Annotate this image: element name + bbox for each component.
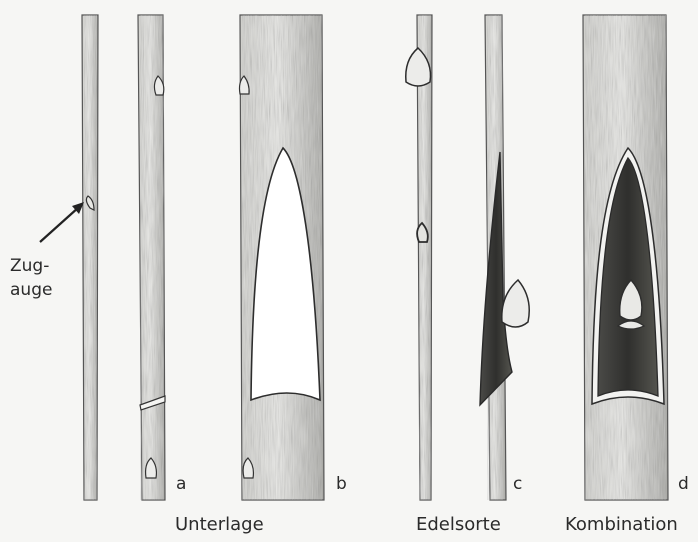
- annotation-arrow: [40, 202, 84, 242]
- stem-c-left: [417, 15, 432, 500]
- pull-bud-label: Zug- auge: [10, 254, 52, 302]
- group-label-rootstock: Unterlage: [175, 514, 264, 535]
- panel-letter-a: a: [176, 474, 186, 494]
- stem-a-left: [82, 15, 98, 500]
- panel-letter-c: c: [513, 474, 522, 494]
- group-label-combination: Kombination: [565, 514, 678, 535]
- panel-letter-b: b: [336, 474, 347, 494]
- panel-letter-d: d: [678, 474, 689, 494]
- pull-bud-label-line1: Zug-: [10, 254, 52, 278]
- panel-c-drawing: [406, 15, 530, 500]
- pull-bud-label-line2: auge: [10, 278, 52, 302]
- group-label-scion: Edelsorte: [416, 514, 501, 535]
- bud-c-shield: [502, 280, 529, 327]
- panel-a-drawing: [40, 15, 165, 500]
- panel-d-drawing: [583, 15, 668, 500]
- scion-cut-shield: [480, 152, 512, 405]
- panel-b-drawing: [240, 15, 325, 500]
